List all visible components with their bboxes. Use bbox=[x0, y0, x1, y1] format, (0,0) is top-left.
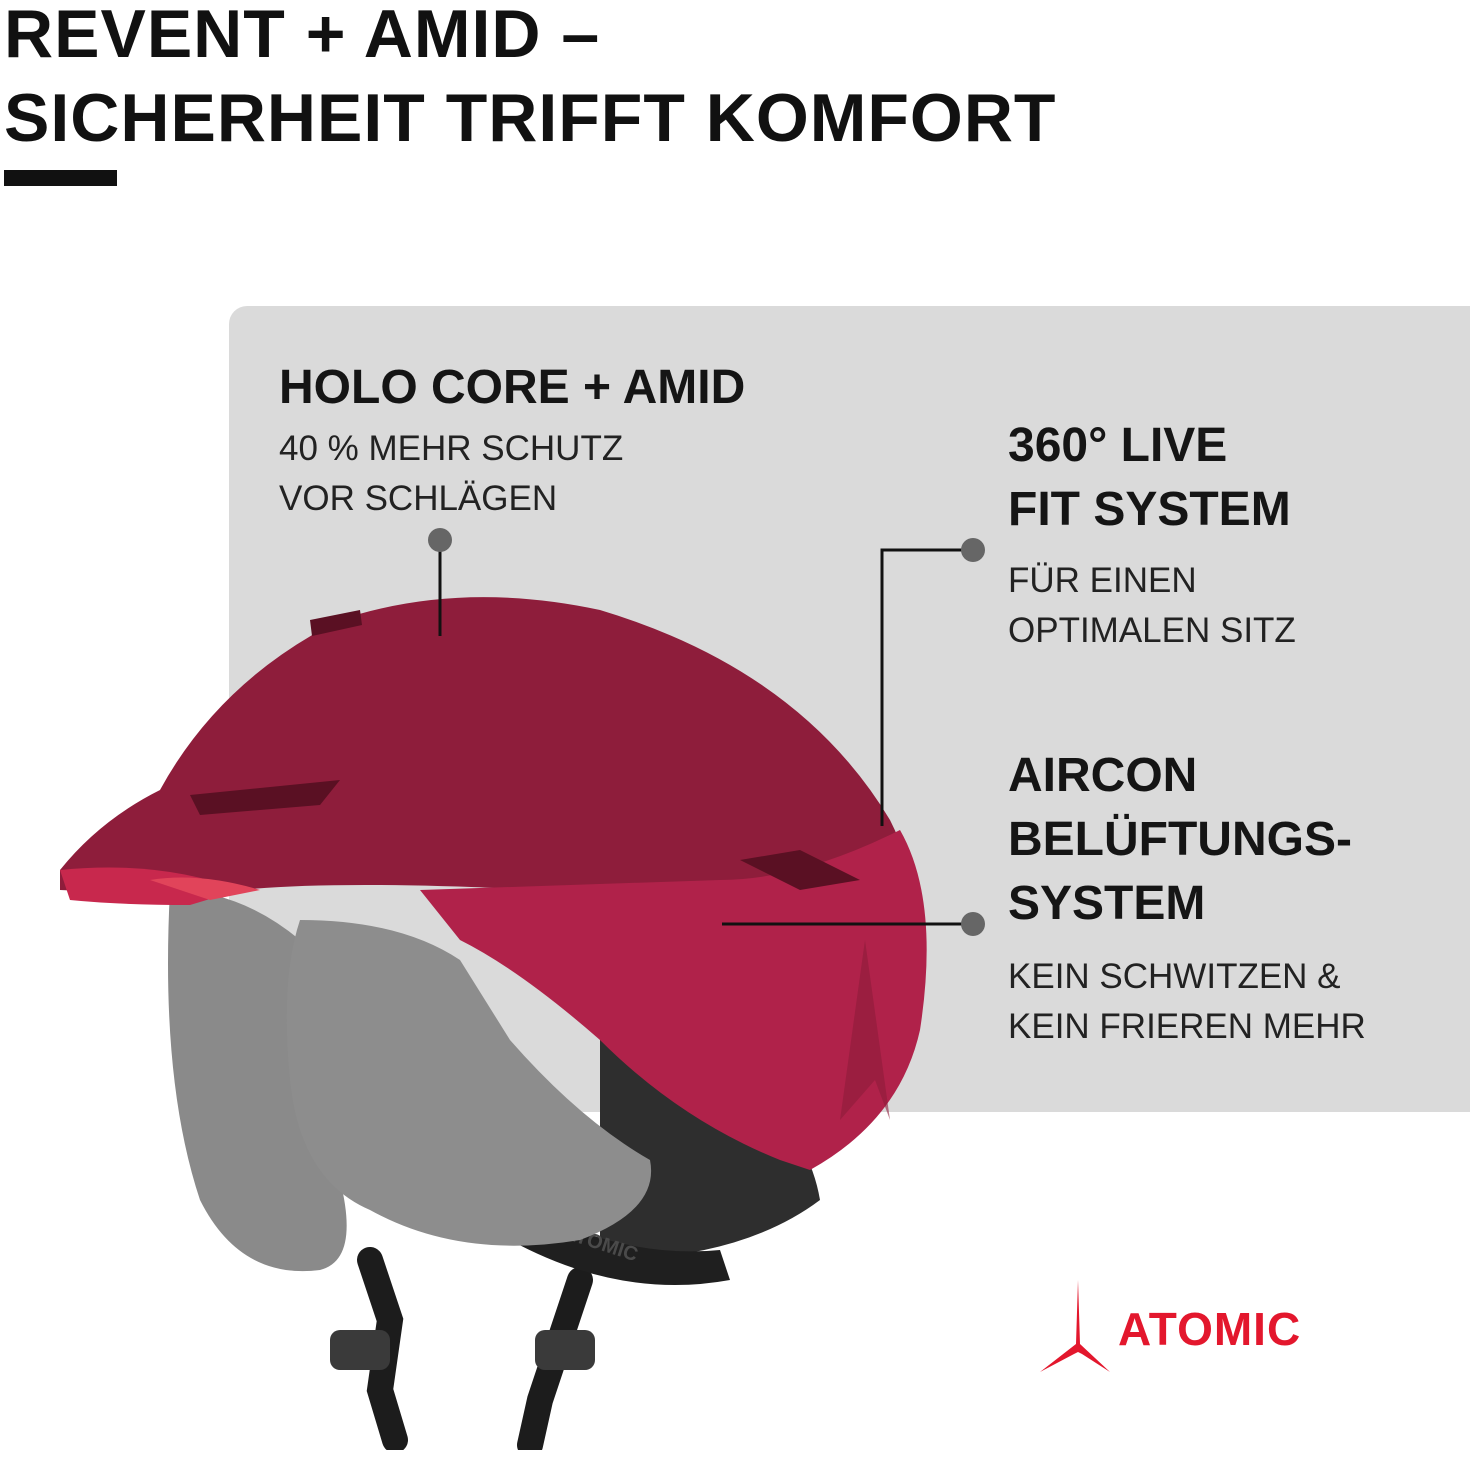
helmet-image: ATOMIC bbox=[60, 597, 927, 1450]
ear-cover bbox=[286, 920, 652, 1246]
strap-buckle-left bbox=[330, 1330, 390, 1370]
feature-title-line: AIRCON bbox=[1008, 749, 1198, 802]
feature-aircon-title: AIRCON BELÜFTUNGS- SYSTEM bbox=[1008, 744, 1352, 936]
feature-title-line: 360° LIVE bbox=[1008, 419, 1228, 472]
atomic-star-icon bbox=[1040, 1280, 1110, 1372]
feature-aircon-subtitle: KEIN SCHWITZEN & KEIN FRIEREN MEHR bbox=[1008, 952, 1366, 1052]
feature-subtitle-line: KEIN SCHWITZEN & bbox=[1008, 957, 1341, 996]
top-vent bbox=[310, 610, 362, 636]
feature-title-line: SYSTEM bbox=[1008, 877, 1206, 930]
headline-line-2: SICHERHEIT TRIFFT KOMFORT bbox=[4, 80, 1057, 156]
feature-title-line: FIT SYSTEM bbox=[1008, 483, 1291, 536]
helmet-brim bbox=[60, 867, 240, 905]
feature-subtitle-line: VOR SCHLÄGEN bbox=[279, 479, 558, 518]
strap-buckle-right bbox=[535, 1330, 595, 1370]
feature-holo-core-title: HOLO CORE + AMID bbox=[279, 362, 745, 414]
feature-subtitle-line: 40 % MEHR SCHUTZ bbox=[279, 429, 624, 468]
rear-vent bbox=[740, 850, 860, 890]
feature-subtitle-line: OPTIMALEN SITZ bbox=[1008, 611, 1296, 650]
shell-logo-mark bbox=[840, 940, 890, 1120]
atomic-logo: ATOMIC bbox=[1040, 1280, 1370, 1372]
feature-subtitle-line: KEIN FRIEREN MEHR bbox=[1008, 1007, 1366, 1046]
side-vent bbox=[190, 780, 340, 815]
strap-band bbox=[510, 1200, 730, 1285]
title-underline bbox=[4, 170, 117, 186]
feature-title-line: BELÜFTUNGS- bbox=[1008, 813, 1352, 866]
feature-holo-core-subtitle: 40 % MEHR SCHUTZ VOR SCHLÄGEN bbox=[279, 424, 623, 524]
headline-line-1: REVENT + AMID – bbox=[4, 0, 601, 72]
brand-name: ATOMIC bbox=[1118, 1303, 1302, 1355]
helmet-shell bbox=[60, 597, 913, 920]
feature-fit-system-subtitle: FÜR EINEN OPTIMALEN SITZ bbox=[1008, 556, 1296, 656]
brim-highlight bbox=[150, 877, 260, 900]
feature-subtitle-line: FÜR EINEN bbox=[1008, 561, 1197, 600]
feature-title-line: HOLO CORE + AMID bbox=[279, 361, 746, 414]
feature-fit-system-title: 360° LIVE FIT SYSTEM bbox=[1008, 414, 1291, 542]
helmet-side-panel bbox=[420, 830, 927, 1170]
